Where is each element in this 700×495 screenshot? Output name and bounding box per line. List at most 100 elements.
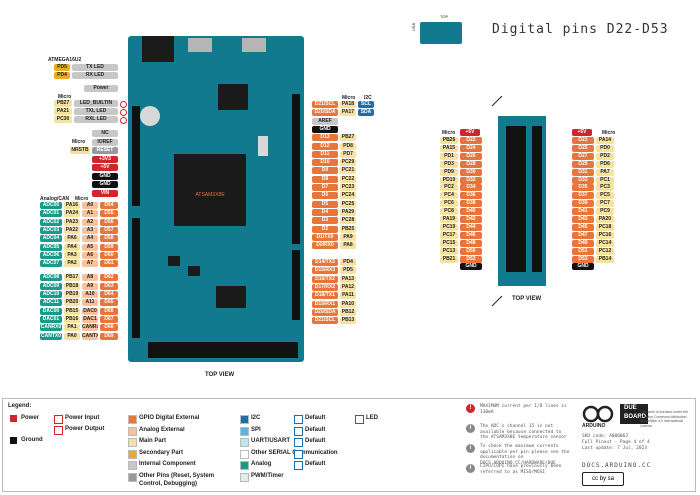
analog-a: DAC1 bbox=[82, 316, 98, 323]
legend-swatch bbox=[294, 461, 303, 470]
legend-label: Default bbox=[305, 437, 325, 445]
right-bottom-digital: D14/TX3 bbox=[312, 259, 338, 266]
legend-swatch bbox=[10, 437, 17, 444]
analog-d: D69 bbox=[100, 333, 118, 340]
led-icon bbox=[120, 109, 127, 116]
right-pin: PC25 bbox=[340, 201, 356, 208]
atmega-pin: PD4 bbox=[54, 72, 70, 79]
analog-adc: ADC00 bbox=[40, 202, 62, 209]
legend-title: Legend: bbox=[8, 402, 31, 410]
legend-swatch bbox=[128, 450, 137, 459]
digital-right-d: D51 bbox=[572, 248, 594, 255]
atmega-title: ATMEGA16U2 bbox=[48, 57, 81, 63]
analog-adc: ADC06 bbox=[40, 252, 62, 259]
digital-left-pin: PD10 bbox=[440, 177, 458, 184]
digital-left-pin: PC13 bbox=[440, 248, 458, 255]
digital-left-pin: PC17 bbox=[440, 232, 458, 239]
right-pin: PC24 bbox=[340, 192, 356, 199]
legend-label: Ground bbox=[21, 436, 43, 444]
power-jack bbox=[142, 36, 174, 62]
main-chip bbox=[174, 154, 246, 226]
right-digital: D9 bbox=[312, 167, 338, 174]
analog-adc: CANTX0 bbox=[40, 333, 62, 340]
legend-swatch bbox=[240, 461, 249, 470]
analog-adc: DAC01 bbox=[40, 316, 62, 323]
info-icon: i bbox=[466, 444, 475, 453]
digital-left-d: D28 bbox=[460, 161, 482, 168]
legend-label: Default bbox=[305, 460, 325, 468]
info-icon: i bbox=[466, 424, 475, 433]
power-led-label: Power bbox=[84, 85, 118, 92]
page-title: Digital pins D22-D53 bbox=[492, 22, 669, 37]
usb-prog bbox=[242, 38, 266, 52]
note-text: To check the maximum currents applicable… bbox=[480, 444, 572, 466]
legend-swatch bbox=[240, 427, 249, 436]
right-pin: PA18 bbox=[340, 101, 356, 108]
digital-left-d: D50 bbox=[460, 248, 482, 255]
analog-d: D62 bbox=[100, 274, 118, 281]
legend-swatch bbox=[240, 473, 249, 482]
right-pin: PC22 bbox=[340, 176, 356, 183]
analog-pin: PB16 bbox=[64, 316, 80, 323]
right-pin: PB25 bbox=[340, 226, 356, 233]
power-header-label: IOREF bbox=[92, 139, 118, 146]
analog-a: DAC0 bbox=[82, 308, 98, 315]
analog-d: D63 bbox=[100, 283, 118, 290]
update-text: Last update: 7 Jul, 2023 bbox=[582, 446, 647, 452]
right-pin: PC23 bbox=[340, 184, 356, 191]
analog-adc: ADC03 bbox=[40, 227, 62, 234]
legend-swatch bbox=[294, 427, 303, 436]
right-func: SDA bbox=[358, 109, 374, 116]
micro-led-pin: PA21 bbox=[54, 108, 72, 115]
analog-pin: PA22 bbox=[64, 227, 80, 234]
right-digital: D8 bbox=[312, 176, 338, 183]
legend-label: Secondary Part bbox=[139, 449, 183, 457]
legend-label: I2C bbox=[251, 414, 260, 422]
digital-right-d: D41 bbox=[572, 208, 594, 215]
right-digital: D2 bbox=[312, 226, 338, 233]
analog-adc: ADC08 bbox=[40, 274, 62, 281]
docs-link[interactable]: DOCS.ARDUINO.CC bbox=[582, 462, 651, 469]
digital-left-pin: PB26 bbox=[440, 137, 458, 144]
digital-left-d: D42 bbox=[460, 216, 482, 223]
digital-left-pin: PC6 bbox=[440, 200, 458, 207]
analog-pin: PA23 bbox=[64, 219, 80, 226]
digital-left-d: D48 bbox=[460, 240, 482, 247]
analog-adc: CANRX0 bbox=[40, 324, 62, 331]
digital-right-d: D53 bbox=[572, 256, 594, 263]
digital-left-pin: PA15 bbox=[440, 145, 458, 152]
right-digital: AREF bbox=[312, 118, 338, 125]
analog-d: D61 bbox=[100, 260, 118, 267]
right-bottom-digital: D17/RX2 bbox=[312, 284, 338, 291]
digital-left-pin: PD1 bbox=[440, 153, 458, 160]
right-bottom-pin: PB13 bbox=[340, 317, 356, 324]
digital-right-pin: PD0 bbox=[596, 145, 614, 152]
analog-adc: ADC09 bbox=[40, 283, 62, 290]
legend-swatch bbox=[355, 415, 364, 424]
right-pin: PC21 bbox=[340, 167, 356, 174]
right-func: SCL bbox=[358, 101, 374, 108]
digital-right-gnd: GND bbox=[572, 263, 594, 270]
analog-d: D56 bbox=[100, 219, 118, 226]
right-bottom-digital: D18/TX1 bbox=[312, 292, 338, 299]
power-header-label: VIN bbox=[92, 190, 118, 197]
product-a: DUE bbox=[624, 405, 637, 411]
right-digital: D20/SDA bbox=[312, 109, 338, 116]
usb-native bbox=[188, 38, 212, 52]
analog-adc: ADC11 bbox=[40, 299, 62, 306]
digital-right-d: D27 bbox=[572, 153, 594, 160]
digital-left-pin: PC19 bbox=[440, 224, 458, 231]
digital-right-d: D37 bbox=[572, 192, 594, 199]
brand-name: ARDUINO bbox=[582, 423, 605, 429]
analog-pin: PB18 bbox=[64, 283, 80, 290]
digital-left-pin: PA19 bbox=[440, 216, 458, 223]
legend-label: Power bbox=[21, 414, 39, 422]
power-header-label: GND bbox=[92, 173, 118, 180]
digital-right-pin: PC7 bbox=[596, 200, 614, 207]
digital-right-pin: PC9 bbox=[596, 208, 614, 215]
digital-right-pin: PA20 bbox=[596, 216, 614, 223]
digital-left-d: D22 bbox=[460, 137, 482, 144]
legend-label: Default bbox=[305, 414, 325, 422]
legend-label: PWM/Timer bbox=[251, 472, 284, 480]
warning-icon: ! bbox=[466, 404, 475, 413]
